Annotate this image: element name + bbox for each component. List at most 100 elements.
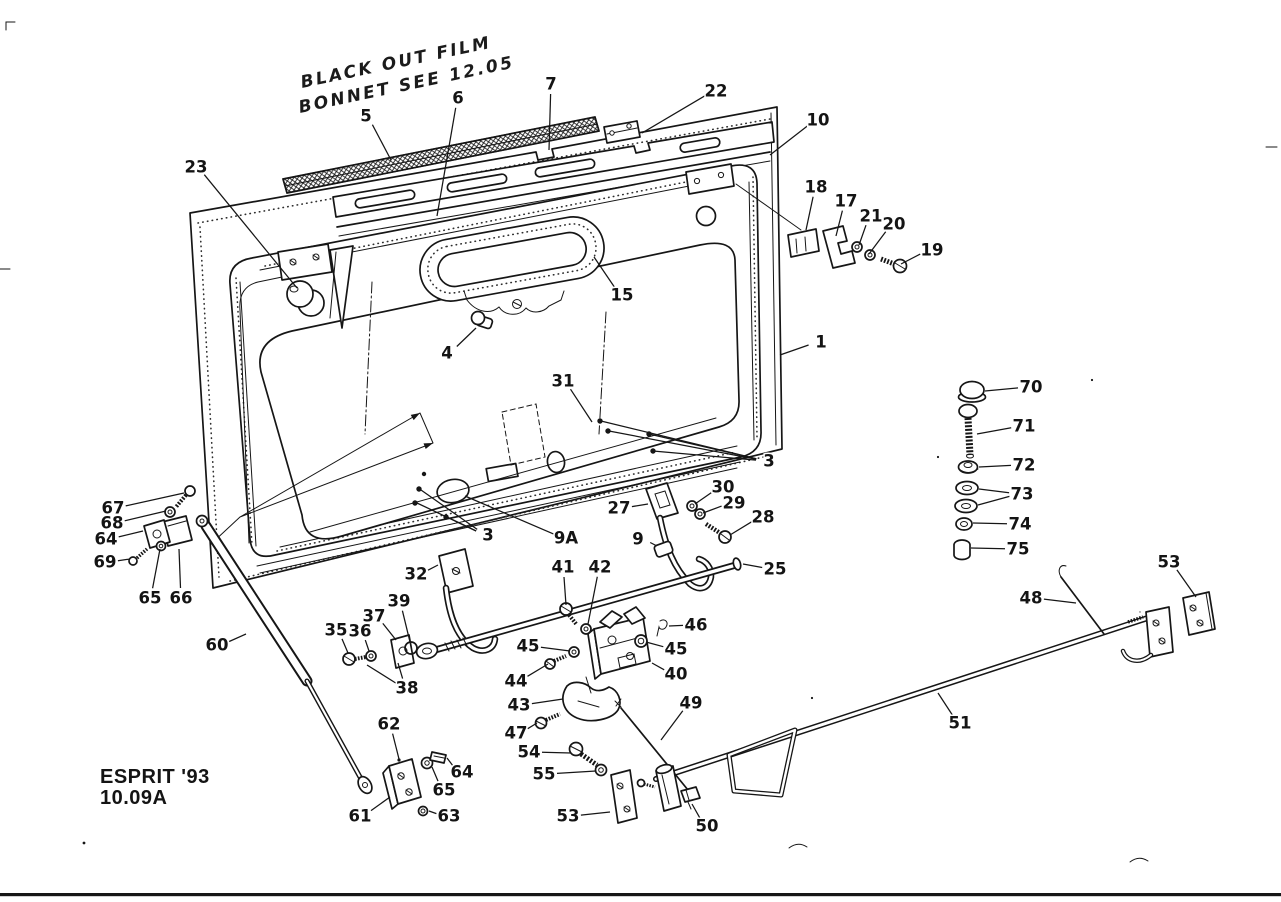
part-label-67: 67 — [102, 499, 125, 518]
leader-line-53 — [1176, 569, 1197, 598]
leader-line-23 — [203, 174, 298, 289]
leader-line-27 — [631, 503, 649, 508]
hook-plate-27 — [645, 482, 679, 520]
part-label-3: 3 — [763, 452, 774, 471]
part-label-45: 45 — [517, 637, 540, 656]
washer-30 — [686, 500, 698, 512]
part-label-69: 69 — [94, 553, 117, 572]
leader-line-46 — [668, 624, 684, 627]
leader-line-18 — [805, 196, 814, 231]
leader-line-29 — [702, 505, 722, 514]
part-label-62: 62 — [378, 715, 401, 734]
leader-line-5 — [371, 124, 392, 161]
leader-line-3 — [420, 489, 478, 530]
rod-48 — [1060, 576, 1105, 635]
part-label-45: 45 — [665, 640, 688, 659]
part-label-70: 70 — [1020, 378, 1043, 397]
leader-line-47 — [527, 722, 538, 730]
rod-eye — [415, 642, 439, 660]
part-label-5: 5 — [360, 107, 371, 126]
leader-line-61 — [370, 796, 391, 812]
hinge-bracket-23 — [277, 243, 354, 329]
part-label-53: 53 — [1158, 553, 1181, 572]
leader-line-44 — [527, 663, 549, 677]
leader-line-66 — [178, 548, 182, 589]
leader-line-3 — [648, 433, 757, 460]
part-label-7: 7 — [545, 75, 556, 94]
washer-68 — [164, 506, 176, 518]
washer-45a — [568, 646, 580, 658]
ball-stud-64 — [143, 519, 171, 549]
part-label-60: 60 — [206, 636, 229, 655]
clip-9 — [653, 540, 674, 558]
bolt-71 — [958, 403, 978, 419]
part-label-74: 74 — [1009, 515, 1032, 534]
bracket-53a — [610, 769, 638, 824]
part-label-27: 27 — [608, 499, 631, 518]
washer-55 — [594, 763, 608, 777]
grille-strip — [282, 116, 600, 194]
leader-line-7 — [548, 93, 552, 151]
support-plate — [1145, 606, 1174, 658]
leader-line-51 — [937, 692, 953, 716]
leader-line-74 — [972, 522, 1008, 525]
latch-plate-40 — [593, 616, 651, 675]
leader-line-3 — [608, 430, 757, 460]
part-label-44: 44 — [505, 672, 528, 691]
leader-line-45 — [645, 641, 664, 648]
clip-22 — [603, 120, 641, 144]
part-label-3: 3 — [482, 526, 493, 545]
leader-line-19 — [900, 253, 921, 265]
washer-42 — [580, 623, 592, 635]
part-label-35: 35 — [325, 621, 348, 640]
washer-36 — [365, 650, 377, 662]
leader-line-55 — [556, 770, 597, 775]
washer-20 — [864, 249, 876, 261]
latch-mount-bracket — [685, 163, 802, 231]
part-label-53: 53 — [557, 807, 580, 826]
leader-line-69 — [117, 558, 131, 562]
leader-line-64 — [446, 757, 453, 766]
leader-line-9A — [464, 495, 555, 535]
leader-line-1 — [779, 344, 809, 356]
clip-17 — [822, 225, 856, 269]
leader-line-73 — [977, 495, 1010, 506]
nut-63 — [417, 805, 429, 817]
washer-29 — [694, 508, 706, 520]
leader-line-25 — [742, 563, 763, 569]
page-registration-marks — [0, 21, 1281, 897]
nut-74 — [955, 517, 973, 531]
leader-line-20 — [868, 231, 887, 255]
part-label-50: 50 — [696, 817, 719, 836]
cup-75 — [953, 539, 971, 561]
leader-line-65 — [151, 548, 161, 589]
clip-64b — [429, 751, 447, 764]
part-label-64: 64 — [451, 763, 474, 782]
spring-plate-43 — [562, 681, 621, 722]
part-label-61: 61 — [349, 807, 372, 826]
washer-73a — [955, 480, 979, 496]
bump-stop-assembly — [953, 380, 987, 561]
part-label-32: 32 — [405, 565, 428, 584]
leader-line-68 — [124, 510, 167, 522]
part-label-72: 72 — [1013, 456, 1036, 475]
bolt-67 — [184, 485, 196, 497]
leader-line-9 — [649, 541, 658, 547]
leader-line-45 — [540, 646, 571, 652]
part-label-41: 41 — [552, 558, 575, 577]
leader-line-71 — [976, 427, 1012, 435]
leader-line-22 — [641, 95, 706, 134]
part-label-19: 19 — [921, 241, 944, 260]
leader-line-70 — [984, 387, 1019, 392]
washer-73b — [954, 498, 978, 514]
frame-aperture — [259, 242, 740, 540]
leader-line-37 — [382, 623, 397, 641]
part-label-64: 64 — [95, 530, 118, 549]
leader-line-32 — [427, 564, 439, 571]
leader-line-42 — [587, 576, 598, 625]
pointer-wedge — [210, 412, 434, 545]
leader-line-49 — [660, 710, 684, 741]
part-label-37: 37 — [363, 607, 386, 626]
part-label-21: 21 — [860, 207, 883, 226]
